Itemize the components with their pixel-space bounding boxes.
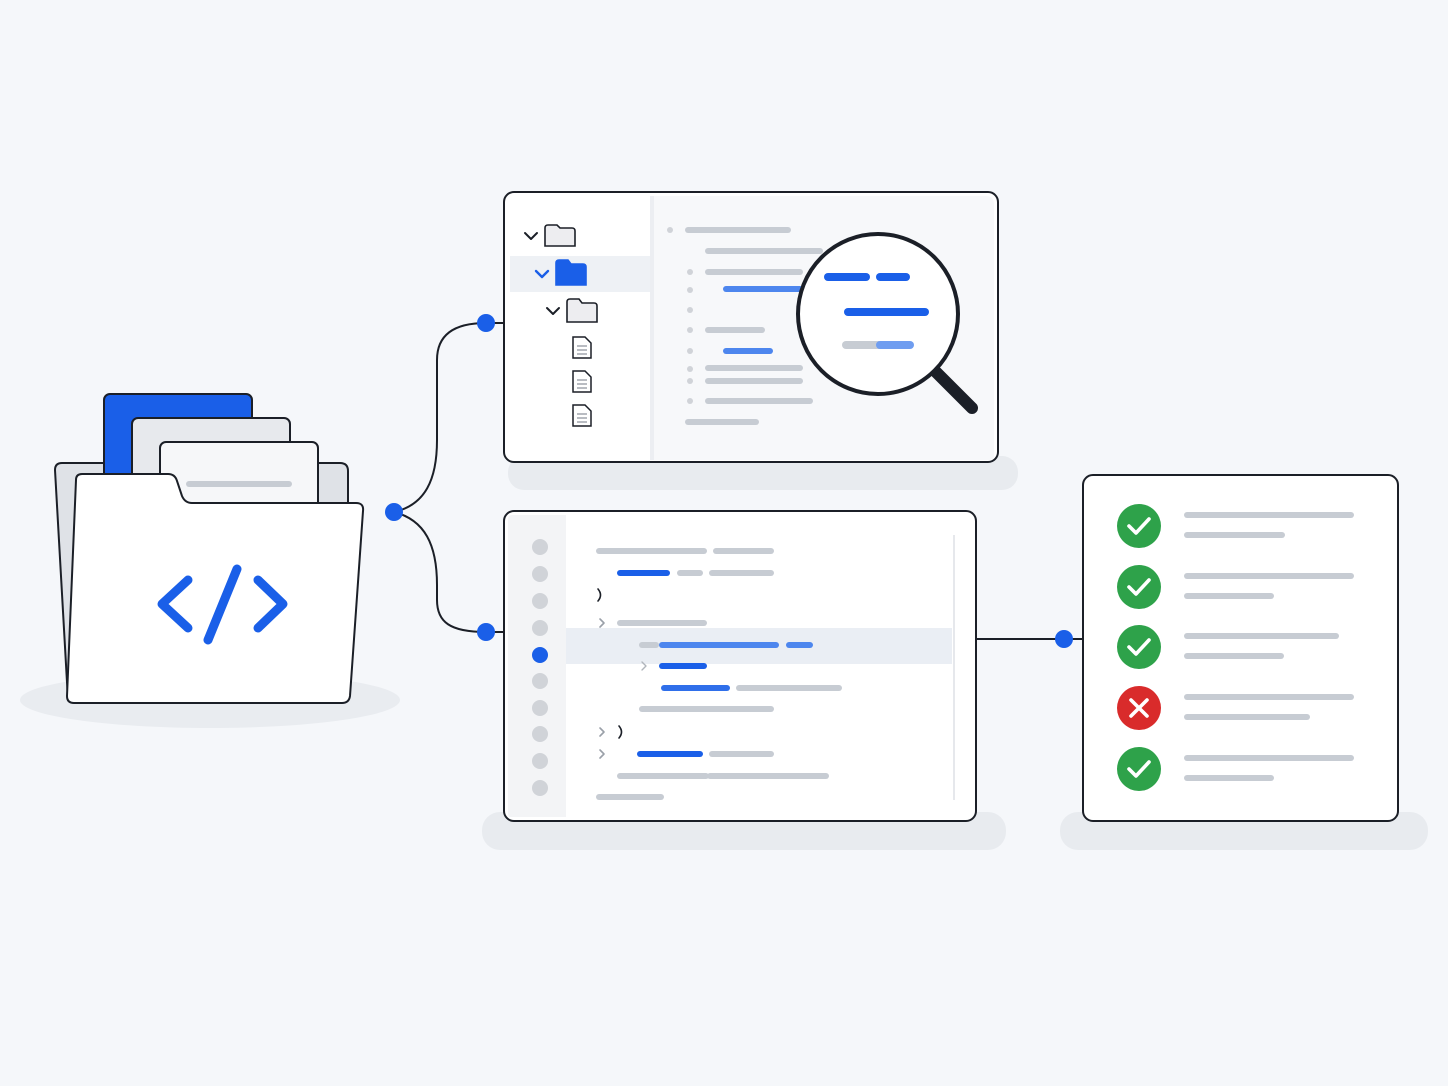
connector-nodes <box>385 314 1073 648</box>
node-dot <box>1055 630 1073 648</box>
check-icon <box>1127 760 1151 778</box>
bracket-icon <box>618 725 623 739</box>
bullet-dot <box>687 378 693 384</box>
x-icon <box>1129 698 1149 718</box>
success-badge <box>1117 747 1161 791</box>
folder-icon-selected[interactable] <box>555 259 587 286</box>
gutter-markers <box>532 539 548 796</box>
chevron-down-icon[interactable] <box>534 269 550 279</box>
explorer-content-lines <box>685 227 823 425</box>
bullet-dot <box>687 348 693 354</box>
breakpoint-marker[interactable] <box>532 673 548 689</box>
fold-chevron-icon[interactable] <box>599 749 605 759</box>
fold-chevron-icon[interactable] <box>599 618 605 628</box>
result-row-5 <box>1117 747 1354 791</box>
breakpoint-marker[interactable] <box>532 780 548 796</box>
editor-scrollbar-track[interactable] <box>953 535 955 800</box>
fold-chevron-icon[interactable] <box>599 727 605 737</box>
check-icon <box>1127 517 1151 535</box>
breakpoint-marker[interactable] <box>532 753 548 769</box>
check-icon <box>1127 638 1151 656</box>
file-explorer-panel <box>503 191 1018 490</box>
code-brackets <box>597 588 647 759</box>
magnifying-glass-icon <box>796 232 978 414</box>
breakpoint-marker[interactable] <box>532 593 548 609</box>
pane-divider <box>650 196 654 460</box>
bullet-dot <box>687 269 693 275</box>
success-badge <box>1117 565 1161 609</box>
result-row-4 <box>1117 686 1354 730</box>
bullet-dot <box>687 366 693 372</box>
breakpoint-marker[interactable] <box>532 539 548 555</box>
breakpoint-marker[interactable] <box>532 620 548 636</box>
folder-icon[interactable] <box>544 224 576 247</box>
editor-gutter <box>508 515 566 817</box>
folder-sheet-line <box>186 481 292 487</box>
result-row-3 <box>1117 625 1339 669</box>
breakpoint-marker[interactable] <box>532 566 548 582</box>
fold-chevron-icon[interactable] <box>641 661 647 671</box>
panel-shadow <box>508 456 1018 490</box>
results-window <box>1082 474 1399 822</box>
folder-front <box>65 473 365 704</box>
check-icon <box>1127 578 1151 596</box>
folder-icon[interactable] <box>566 298 598 323</box>
chevron-down-icon[interactable] <box>524 232 538 240</box>
source-folder <box>20 393 400 728</box>
bullet-dot <box>687 398 693 404</box>
editor-window <box>503 510 977 822</box>
code-glyph-icon <box>157 564 288 645</box>
bracket-icon <box>597 588 602 602</box>
result-row-1 <box>1117 504 1354 548</box>
node-dot <box>477 623 495 641</box>
magnifier-handle <box>930 366 978 414</box>
file-icon[interactable] <box>572 370 592 393</box>
code-lines <box>596 548 842 800</box>
breakpoint-marker[interactable] <box>532 726 548 742</box>
node-dot <box>477 314 495 332</box>
node-dot <box>385 503 403 521</box>
breakpoint-marker[interactable] <box>532 700 548 716</box>
bullet-dot <box>687 307 693 313</box>
explorer-bullets <box>667 227 693 404</box>
file-icon[interactable] <box>572 404 592 427</box>
chevron-down-icon[interactable] <box>546 307 560 315</box>
success-badge <box>1117 625 1161 669</box>
bullet-dot <box>687 327 693 333</box>
breakpoint-marker-active[interactable] <box>532 647 548 663</box>
success-badge <box>1117 504 1161 548</box>
result-row-2 <box>1117 565 1354 609</box>
results-panel <box>1060 474 1428 850</box>
magnified-lines <box>824 273 929 349</box>
connector-folder-to-explorer <box>393 322 505 513</box>
bullet-dot <box>667 227 673 233</box>
folder-tree <box>524 224 598 427</box>
connector-folder-to-editor <box>393 511 505 633</box>
bullet-dot <box>687 287 693 293</box>
code-editor-panel <box>482 510 1006 850</box>
file-icon[interactable] <box>572 336 592 359</box>
